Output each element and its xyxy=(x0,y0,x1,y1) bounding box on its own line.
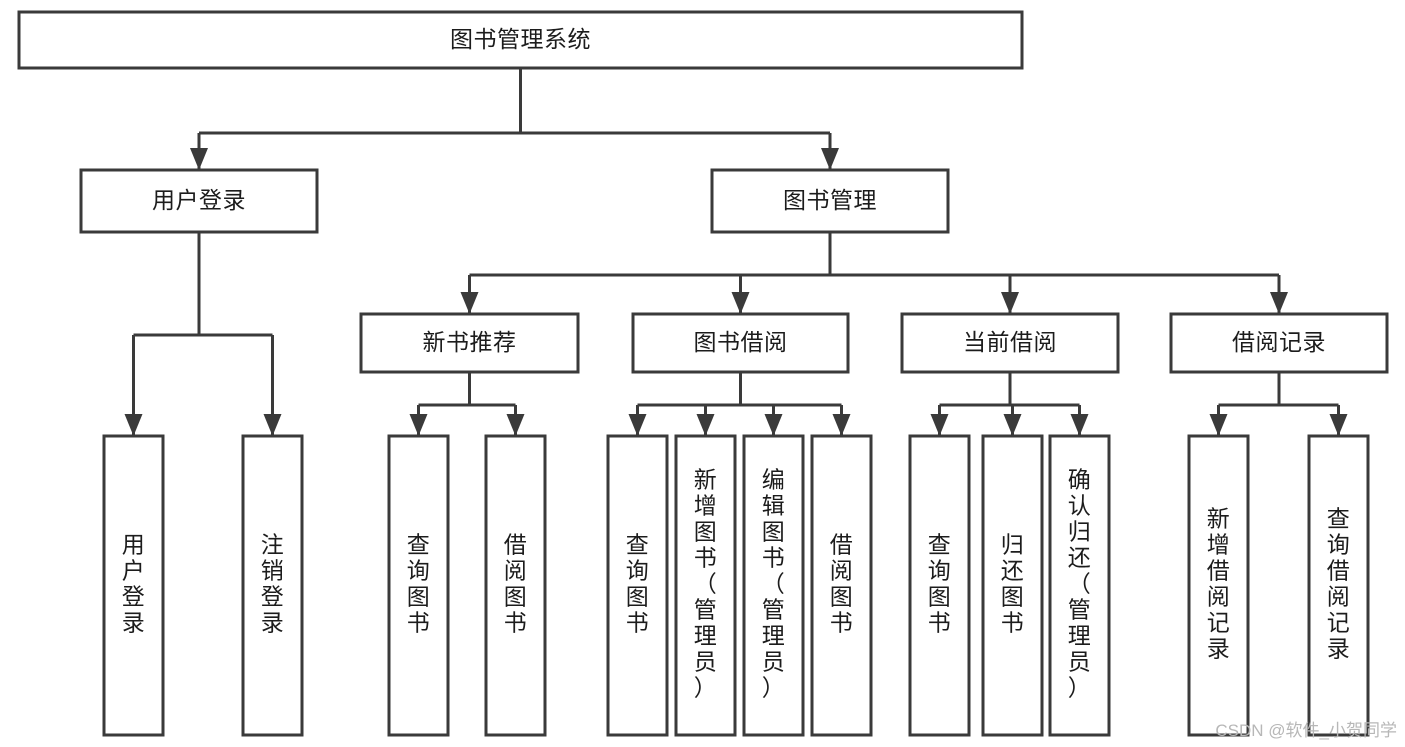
arrow-head-icon xyxy=(1270,292,1288,314)
node-leaf-borrow-book-2[interactable]: 借阅图书 xyxy=(810,434,873,737)
arrow-head-icon xyxy=(190,148,208,170)
node-box xyxy=(79,168,319,234)
node-leaf-query-record[interactable]: 查询借阅记录 xyxy=(1307,434,1370,737)
node-label-vertical: 归还图书 xyxy=(1001,532,1025,636)
edge-group-current-borrow xyxy=(930,372,1089,436)
edge-group-user-login xyxy=(124,232,282,436)
node-leaf-user-login[interactable]: 用户登录 xyxy=(102,434,165,737)
node-label: 图书管理 xyxy=(783,187,877,213)
node-label-vertical: 借阅图书 xyxy=(830,532,854,636)
node-label: 借阅记录 xyxy=(1232,329,1326,355)
node-box xyxy=(484,434,547,737)
arrow-head-icon xyxy=(1209,414,1228,436)
node-label-vertical: 新增图书（管理员） xyxy=(694,467,718,701)
node-leaf-query-book-1[interactable]: 查询图书 xyxy=(387,434,450,737)
node-box xyxy=(387,434,450,737)
edge-group-borrow-record xyxy=(1209,372,1348,436)
arrow-head-icon xyxy=(696,414,715,436)
node-box xyxy=(674,434,737,737)
node-label-vertical: 查询图书 xyxy=(928,532,952,636)
node-layer: 图书管理系统用户登录图书管理新书推荐图书借阅当前借阅借阅记录用户登录注销登录查询… xyxy=(17,10,1389,737)
node-label-vertical: 用户登录 xyxy=(122,532,146,636)
arrow-head-icon xyxy=(1001,292,1019,314)
node-current-borrow[interactable]: 当前借阅 xyxy=(900,312,1120,374)
node-label: 用户登录 xyxy=(152,187,246,213)
node-box xyxy=(810,434,873,737)
node-label: 当前借阅 xyxy=(963,329,1057,355)
arrow-head-icon xyxy=(460,292,479,314)
node-box xyxy=(359,312,580,374)
node-leaf-add-record[interactable]: 新增借阅记录 xyxy=(1187,434,1250,737)
node-leaf-logout[interactable]: 注销登录 xyxy=(241,434,304,737)
node-leaf-confirm-return[interactable]: 确认归还（管理员） xyxy=(1048,434,1111,737)
arrow-head-icon xyxy=(628,414,647,436)
arrow-head-icon xyxy=(1329,414,1348,436)
node-label-vertical: 注销登录 xyxy=(261,532,285,636)
arrow-head-icon xyxy=(1070,414,1089,436)
node-box xyxy=(631,312,850,374)
arrow-head-icon xyxy=(409,414,428,436)
node-new-book-recommend[interactable]: 新书推荐 xyxy=(359,312,580,374)
node-label-vertical: 查询借阅记录 xyxy=(1327,506,1351,662)
arrow-head-icon xyxy=(764,414,783,436)
node-label-vertical: 查询图书 xyxy=(407,532,431,636)
node-box xyxy=(1187,434,1250,737)
edge-group-new-book-recommend xyxy=(409,372,525,436)
node-box xyxy=(241,434,304,737)
node-box xyxy=(17,10,1024,70)
arrow-head-icon xyxy=(821,148,839,170)
node-box xyxy=(1048,434,1111,737)
node-book-manage[interactable]: 图书管理 xyxy=(710,168,950,234)
node-leaf-edit-book[interactable]: 编辑图书（管理员） xyxy=(742,434,805,737)
edge-group-book-manage xyxy=(460,232,1288,314)
arrow-head-icon xyxy=(263,414,282,436)
arrow-head-icon xyxy=(930,414,949,436)
node-box xyxy=(606,434,669,737)
node-borrow-record[interactable]: 借阅记录 xyxy=(1169,312,1389,374)
node-label-vertical: 新增借阅记录 xyxy=(1207,506,1231,662)
arrow-head-icon xyxy=(506,414,525,436)
connector-layer xyxy=(124,68,1348,436)
edge-group-root xyxy=(190,68,839,170)
node-leaf-add-book[interactable]: 新增图书（管理员） xyxy=(674,434,737,737)
watermark-text: CSDN @软件_小贺同学 xyxy=(1215,721,1397,740)
node-box xyxy=(1169,312,1389,374)
arrow-head-icon xyxy=(731,292,750,314)
arrow-head-icon xyxy=(832,414,851,436)
node-leaf-query-book-3[interactable]: 查询图书 xyxy=(908,434,971,737)
edge-group-book-borrow xyxy=(628,372,851,436)
node-box xyxy=(900,312,1120,374)
node-leaf-borrow-book-1[interactable]: 借阅图书 xyxy=(484,434,547,737)
node-root[interactable]: 图书管理系统 xyxy=(17,10,1024,70)
node-label: 图书管理系统 xyxy=(450,26,591,52)
node-leaf-query-book-2[interactable]: 查询图书 xyxy=(606,434,669,737)
node-box xyxy=(710,168,950,234)
node-book-borrow[interactable]: 图书借阅 xyxy=(631,312,850,374)
node-label-vertical: 查询图书 xyxy=(626,532,650,636)
arrow-head-icon xyxy=(1003,414,1022,436)
node-label-vertical: 确认归还（管理员） xyxy=(1068,467,1092,701)
node-box xyxy=(102,434,165,737)
node-box xyxy=(981,434,1044,737)
node-label: 图书借阅 xyxy=(694,329,788,355)
node-label: 新书推荐 xyxy=(423,329,517,355)
node-label-vertical: 借阅图书 xyxy=(504,532,528,636)
node-user-login[interactable]: 用户登录 xyxy=(79,168,319,234)
node-box xyxy=(1307,434,1370,737)
node-box xyxy=(908,434,971,737)
node-box xyxy=(742,434,805,737)
node-label-vertical: 编辑图书（管理员） xyxy=(762,467,786,701)
arrow-head-icon xyxy=(124,414,143,436)
node-leaf-return-book[interactable]: 归还图书 xyxy=(981,434,1044,737)
